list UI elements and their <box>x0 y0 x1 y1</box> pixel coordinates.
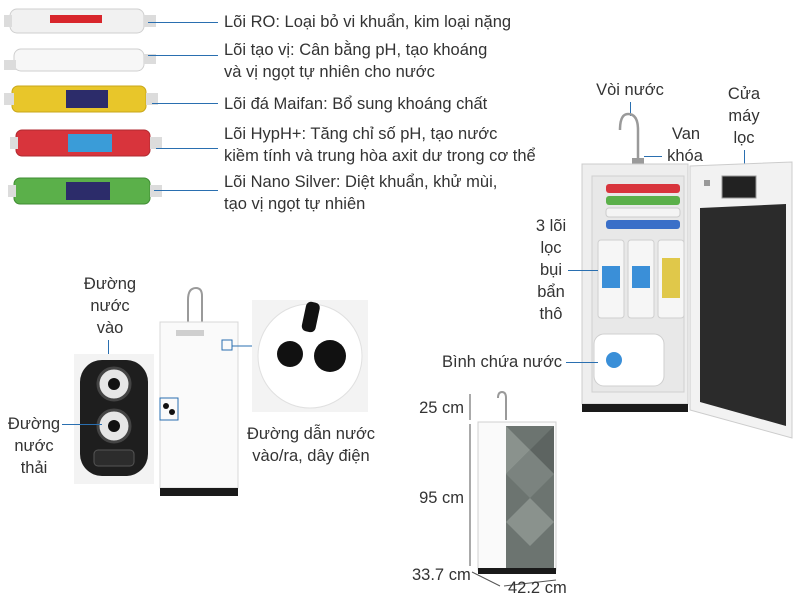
waste-label-line3: thải <box>20 459 48 477</box>
nano-silver-filter-label-line2: tạo vị ngọt tự nhiên <box>224 195 366 213</box>
hyph-filter-label-line2: kiềm tính và trung hòa axit dư trong cơ … <box>224 147 536 165</box>
valve-label-line1: Van <box>671 125 701 143</box>
maifan-filter-label: Lõi đá Maifan: Bổ sung khoáng chất <box>224 95 488 113</box>
port-panel-closeup <box>74 354 154 484</box>
door-label-line1: Cửa <box>727 85 761 103</box>
ro-filter-cartridge <box>4 8 156 34</box>
dimension-faucet-height: 25 cm <box>419 399 464 417</box>
door-label-line3: lọc <box>733 129 755 147</box>
prefilter-label-line5: thô <box>539 305 563 323</box>
tank-label: Bình chứa nước <box>442 353 563 371</box>
ro-filter-label: Lõi RO: Loại bỏ vi khuẩn, kim loại nặng <box>224 13 512 31</box>
prefilter-label-line4: bẩn <box>537 283 565 301</box>
maifan-filter-cartridge <box>4 85 158 113</box>
inlet-label-line2: nước <box>90 297 130 315</box>
taste-filter-cartridge <box>4 48 156 72</box>
dimension-illustration <box>469 390 557 587</box>
prefilter-label-line1: 3 lõi <box>535 217 567 235</box>
door-label-line2: máy <box>728 107 760 125</box>
dimension-depth: 33.7 cm <box>412 566 471 584</box>
hyph-filter-cartridge <box>10 129 162 157</box>
waste-label-line2: nước <box>14 437 54 455</box>
taste-filter-label-line1: Lõi tạo vị: Cân bằng pH, tạo khoáng <box>224 41 488 59</box>
valve-label-line2: khóa <box>667 147 703 165</box>
ports-label-line1: Đường dẫn nước <box>246 425 376 443</box>
inlet-label-line3: vào <box>96 319 124 337</box>
nano-silver-filter-label-line1: Lõi Nano Silver: Diệt khuẩn, khử mùi, <box>224 173 498 191</box>
dimension-width: 42.2 cm <box>508 579 567 597</box>
hyph-filter-label-line1: Lõi HypH+: Tăng chỉ số pH, tạo nước <box>224 125 498 143</box>
open-cabinet-illustration <box>581 112 793 439</box>
inlet-label-line1: Đường <box>83 275 137 293</box>
taste-filter-label-line2: và vị ngọt tự nhiên cho nước <box>224 63 435 81</box>
nano-silver-filter-cartridge <box>8 177 162 205</box>
ports-closeup <box>221 300 368 412</box>
ports-label-line2: vào/ra, dây điện <box>252 447 370 465</box>
waste-label-line1: Đường <box>7 415 61 433</box>
dimension-body-height: 95 cm <box>419 489 464 507</box>
prefilter-label-line2: lọc <box>540 239 562 257</box>
prefilter-label-line3: bụi <box>539 261 563 279</box>
faucet-label: Vòi nước <box>596 81 664 99</box>
